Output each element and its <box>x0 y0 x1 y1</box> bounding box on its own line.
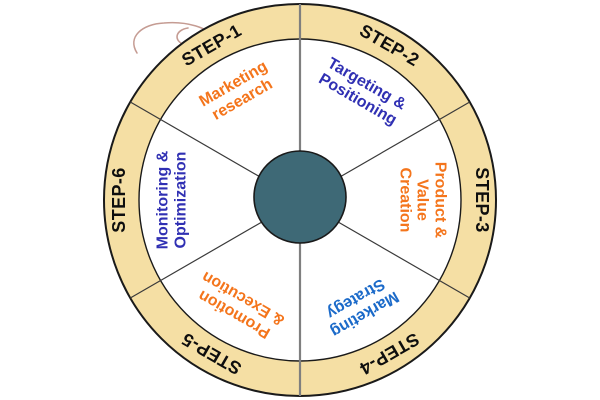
hub-circle <box>253 150 347 244</box>
